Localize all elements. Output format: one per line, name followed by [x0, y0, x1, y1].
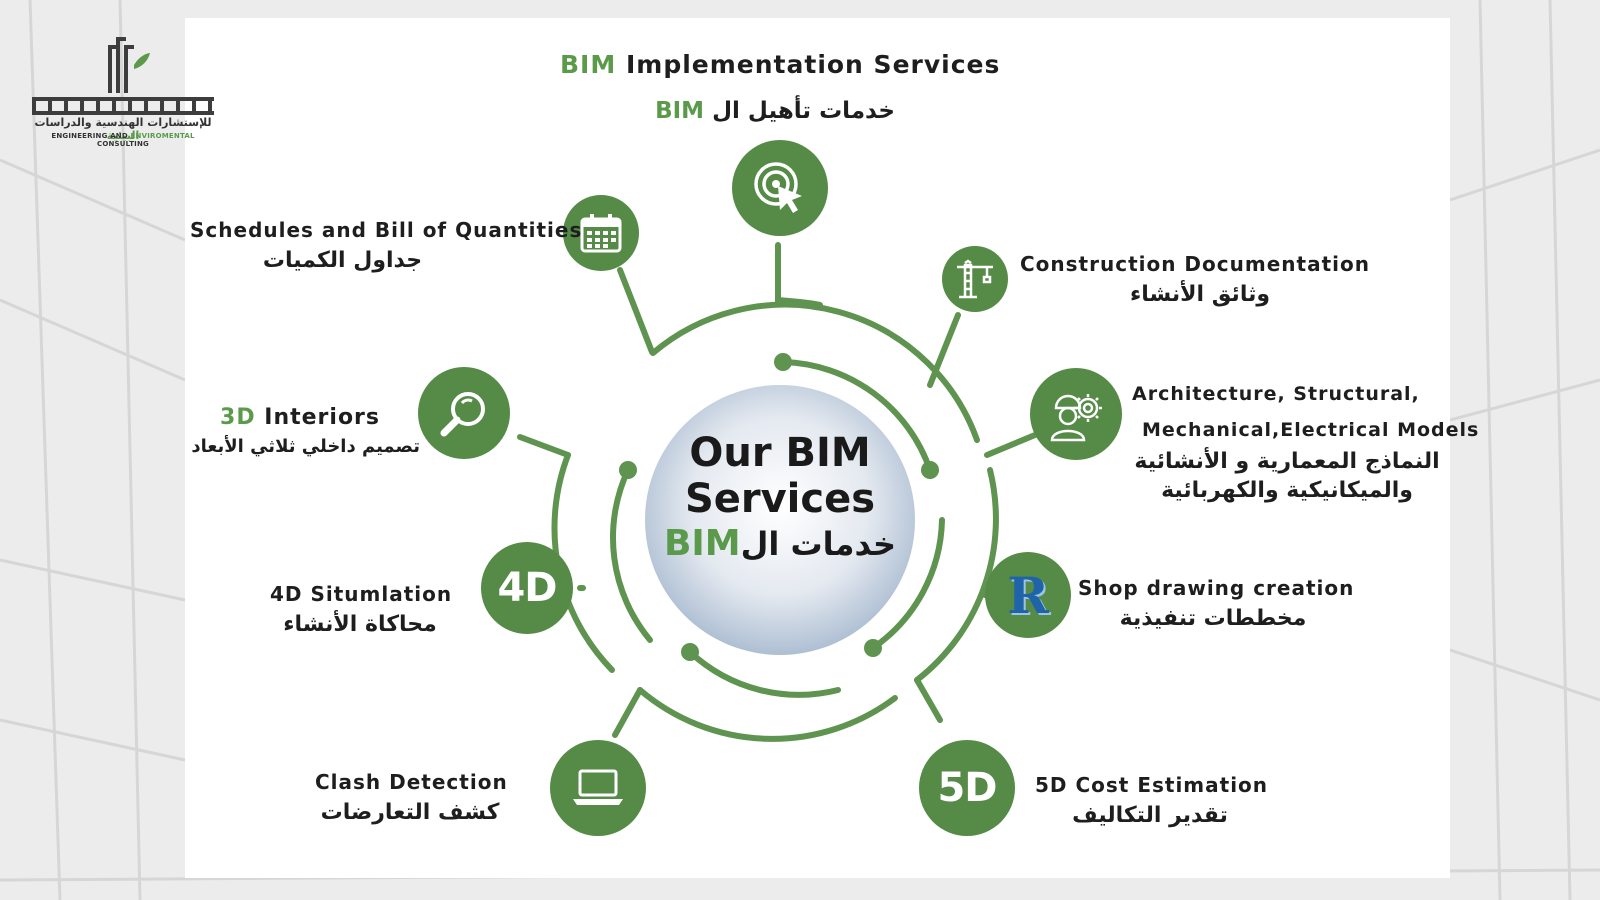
implementation-node — [732, 140, 828, 236]
outer-ring-arc-bottom — [637, 687, 898, 742]
cost-node: 5D — [919, 740, 1015, 836]
center-hub — [645, 385, 915, 655]
outer-ring-arc-right — [914, 467, 999, 683]
clash-label: Clash Detection كشف التعارضات — [315, 770, 508, 825]
logo-subtitle-ar: للإستشارات الهندسية والدراسات البيئية — [34, 116, 212, 142]
cost-label: 5D Cost Estimation تقدير التكاليف — [1035, 773, 1269, 828]
clash-node — [550, 740, 646, 836]
company-logo — [32, 37, 214, 115]
crane-icon — [957, 259, 993, 299]
schedules-node — [563, 195, 639, 271]
center-hub-label: Our BIM Services خدمات الBIM — [663, 430, 897, 564]
models-node — [1030, 368, 1122, 460]
construction-node — [942, 246, 1008, 312]
interiors-node — [418, 367, 510, 459]
page-title-ar: خدمات تأهيل ال BIM — [655, 98, 895, 124]
shop-drawing-label: Shop drawing creation مخططات تنفيذية — [1078, 576, 1355, 631]
interiors-label: 3D Interiors تصميم داخلي ثلاثي الأبعاد — [191, 405, 420, 457]
engineer-gear-icon — [1050, 394, 1102, 442]
simulation-label: 4D Situmlation محاكاة الأنشاء — [270, 582, 453, 637]
calendar-icon — [580, 214, 622, 253]
target-click-icon — [754, 162, 802, 213]
schedules-label: Schedules and Bill of Quantities جداول ا… — [190, 218, 583, 273]
outer-ring-arc-top — [650, 301, 980, 443]
laptop-icon — [573, 769, 623, 805]
page-title: BIM Implementation Services — [560, 50, 1001, 79]
models-label: Architecture, Structural, Mechanical,Ele… — [1132, 383, 1480, 503]
logo-subtitle-en: ENGINEERING AND ENVIROMENTAL CONSULTING — [51, 132, 195, 148]
simulation-node: 4D — [481, 542, 573, 634]
revit-icon: R — [1007, 565, 1049, 625]
simulation-node-label: 4D — [497, 565, 557, 611]
shop-drawing-node: R — [985, 552, 1071, 638]
construction-label: Construction Documentation وثائق الأنشاء — [1020, 252, 1370, 307]
cost-node-label: 5D — [937, 765, 997, 811]
magnifier-icon — [440, 392, 485, 437]
